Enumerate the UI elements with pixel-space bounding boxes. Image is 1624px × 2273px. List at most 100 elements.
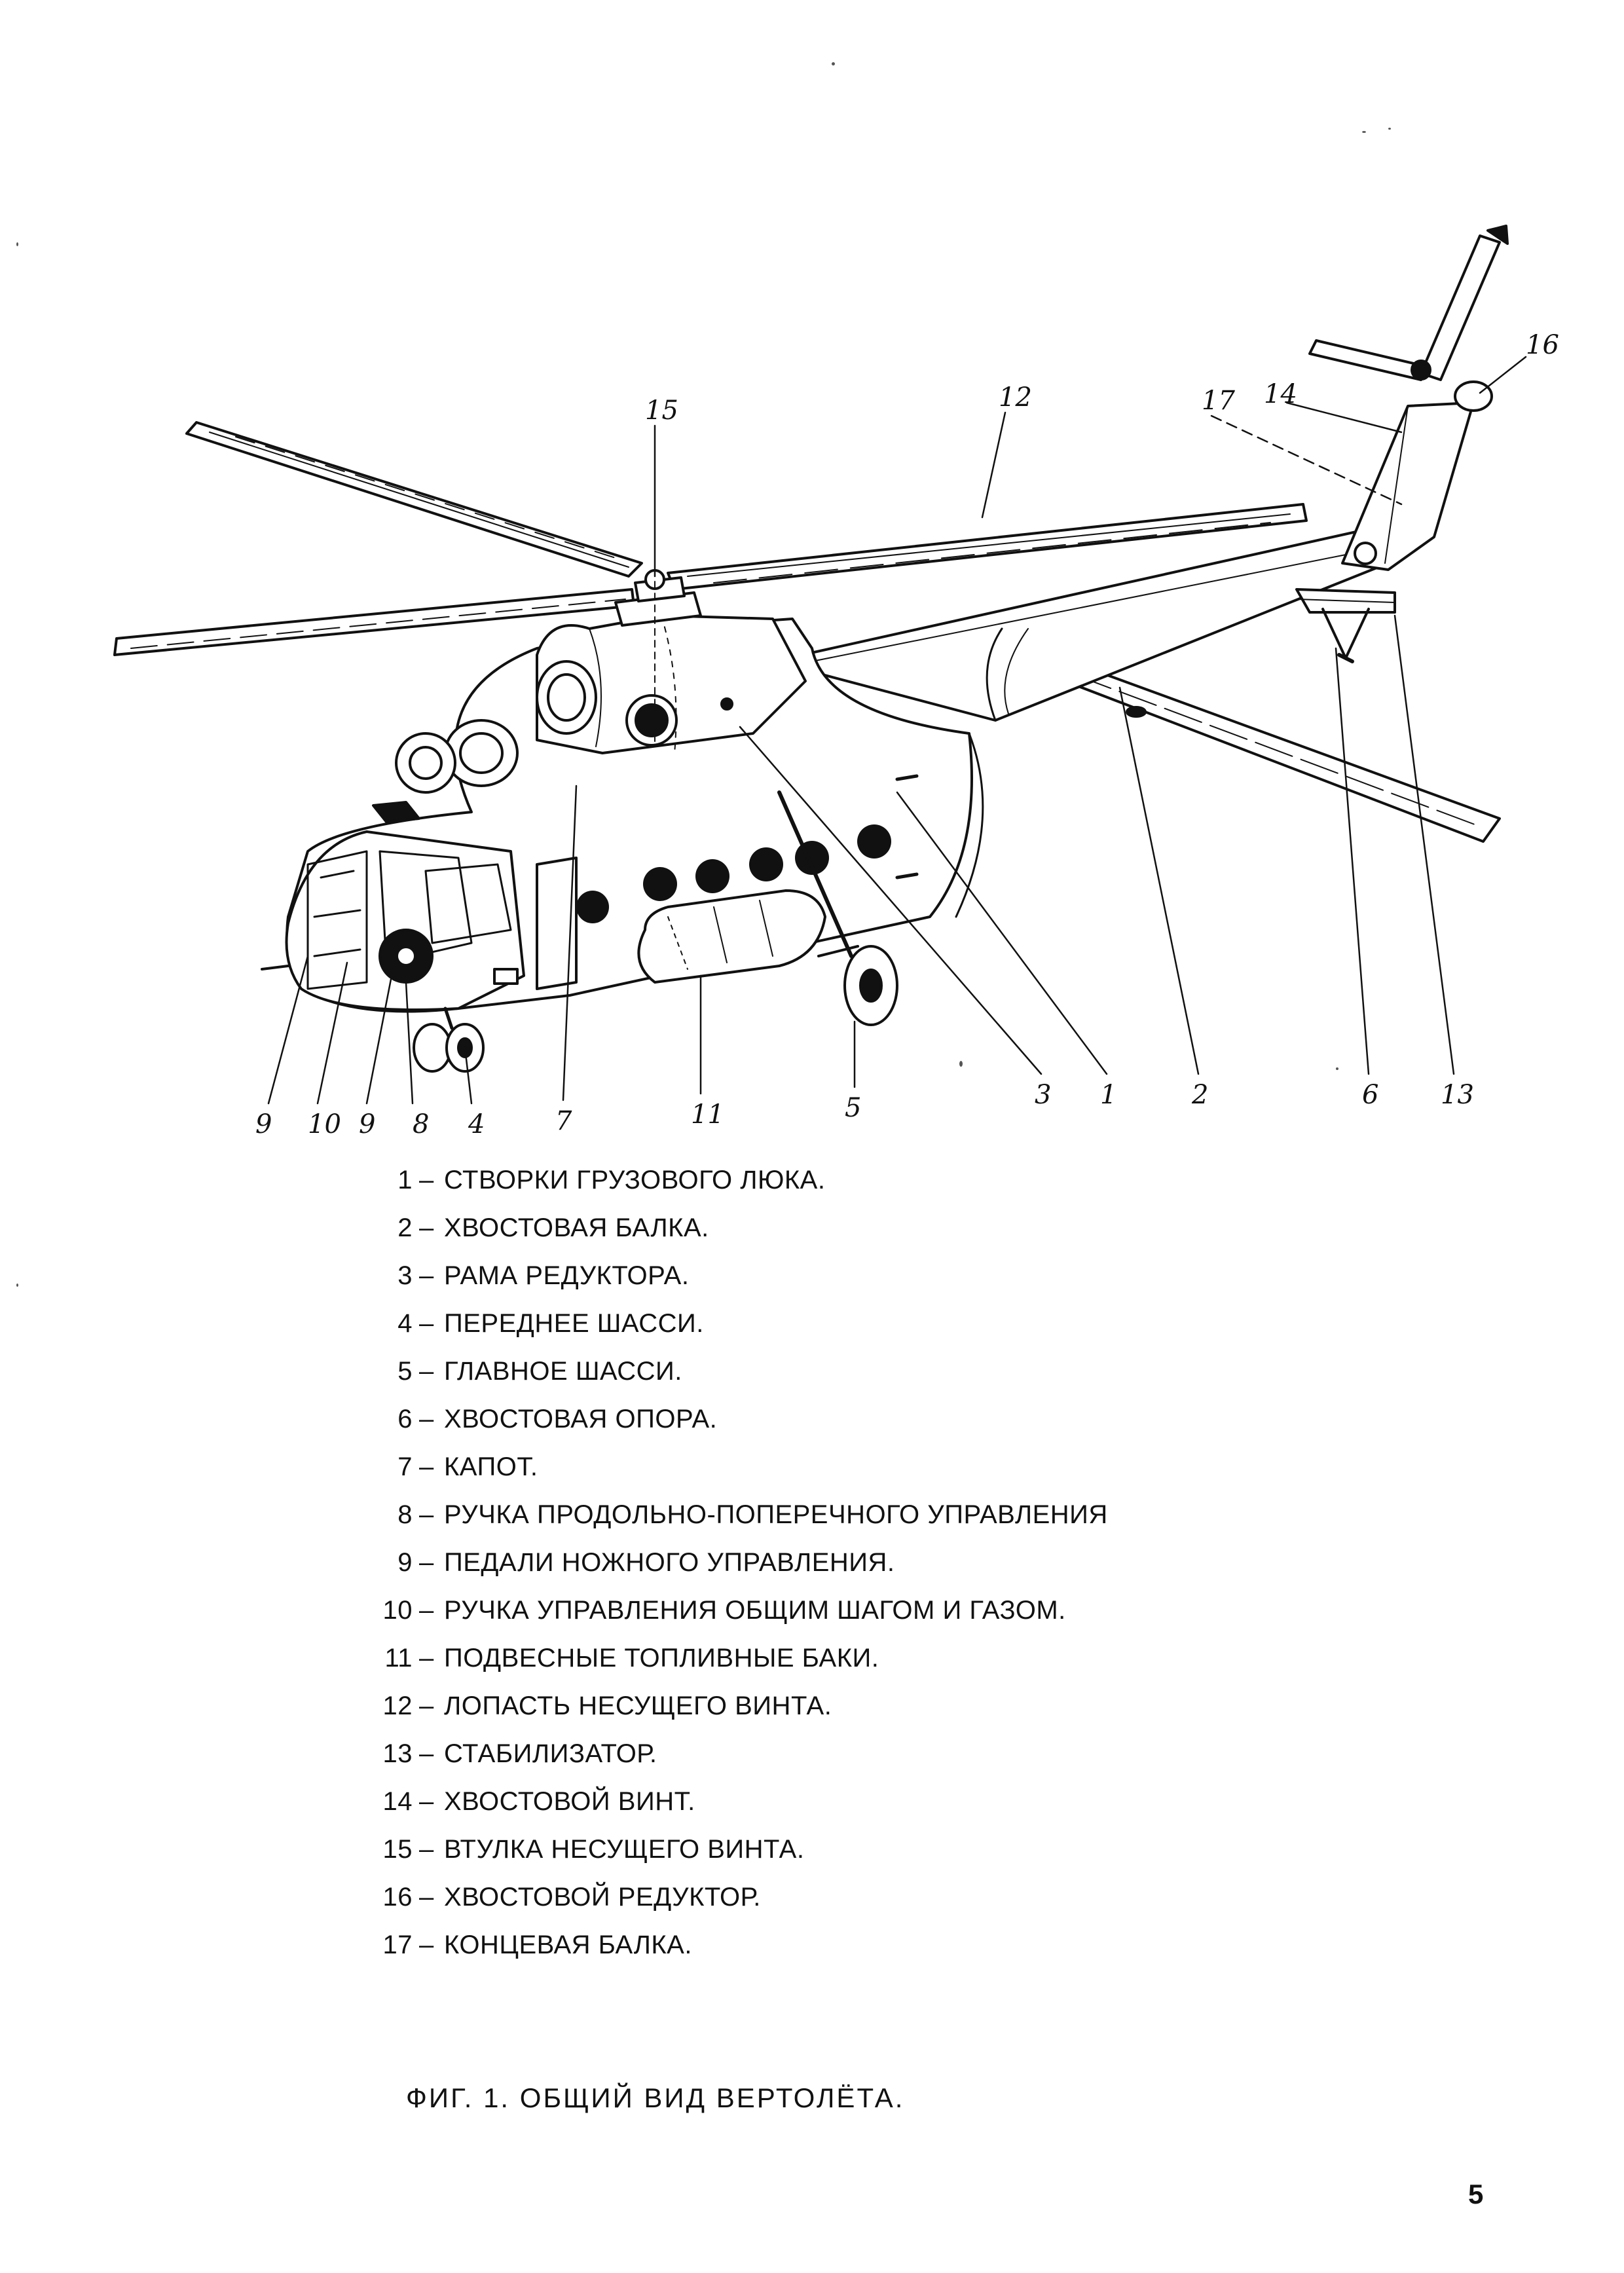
- legend-text: КАПОТ.: [444, 1452, 538, 1481]
- legend-text: СТАБИЛИЗАТОР.: [444, 1739, 657, 1768]
- legend-item: 13–СТАБИЛИЗАТОР.: [341, 1739, 1270, 1787]
- legend-dash: –: [419, 1883, 434, 1912]
- legend-item: 17–КОНЦЕВАЯ БАЛКА.: [341, 1931, 1270, 1978]
- scan-speck: [959, 1061, 963, 1067]
- legend-item: 15–ВТУЛКА НЕСУЩЕГО ВИНТА.: [341, 1835, 1270, 1883]
- legend-dash: –: [419, 1835, 434, 1864]
- callout-16: 16: [1526, 330, 1559, 360]
- callout-5: 5: [845, 1093, 861, 1123]
- end-boom: [1341, 380, 1493, 571]
- legend-dash: –: [419, 1931, 434, 1959]
- rotor-blade-lower-right: [1046, 657, 1501, 843]
- legend-item: 10–РУЧКА УПРАВЛЕНИЯ ОБЩИМ ШАГОМ И ГАЗОМ.: [341, 1596, 1270, 1644]
- legend-number: 13: [382, 1739, 413, 1768]
- legend-item: 4–ПЕРЕДНЕЕ ШАССИ.: [341, 1309, 1270, 1357]
- scan-speck: [832, 62, 835, 65]
- scan-speck: [1336, 1067, 1338, 1070]
- legend-number: 1: [397, 1166, 413, 1194]
- legend-number: 11: [384, 1644, 413, 1672]
- page-number: 5: [1468, 2179, 1484, 2209]
- callout-8: 8: [413, 1109, 429, 1139]
- figure-caption: ФИГ. 1. ОБЩИЙ ВИД ВЕРТОЛЁТА.: [406, 2082, 905, 2113]
- legend-text: РУЧКА УПРАВЛЕНИЯ ОБЩИМ ШАГОМ И ГАЗОМ.: [444, 1596, 1066, 1625]
- legend-text: ХВОСТОВАЯ БАЛКА.: [444, 1213, 709, 1242]
- legend-dash: –: [419, 1309, 434, 1338]
- scan-speck: [1388, 128, 1391, 130]
- main-landing-gear: [777, 790, 898, 1026]
- legend-item: 6–ХВОСТОВАЯ ОПОРА.: [341, 1405, 1270, 1452]
- legend-dash: –: [419, 1644, 434, 1672]
- legend-item: 9–ПЕДАЛИ НОЖНОГО УПРАВЛЕНИЯ.: [341, 1548, 1270, 1596]
- callout-3: 3: [1035, 1080, 1051, 1110]
- legend-item: 1–СТВОРКИ ГРУЗОВОГО ЛЮКА.: [341, 1166, 1270, 1213]
- legend-number: 12: [382, 1691, 413, 1720]
- rotor-hub: [614, 569, 702, 747]
- fuel-tank: [637, 889, 826, 984]
- legend-text: ПЕРЕДНЕЕ ШАССИ.: [444, 1309, 704, 1338]
- legend-number: 10: [382, 1596, 413, 1625]
- callout-6: 6: [1362, 1080, 1378, 1110]
- callout-12: 12: [999, 382, 1032, 413]
- callout-17: 17: [1202, 386, 1235, 416]
- helicopter-drawing: 15 12 17 14 16 9 10 9 8 4 7 11 5 3 1 2 6…: [113, 225, 1559, 1139]
- legend-dash: –: [419, 1405, 434, 1433]
- legend-item: 5–ГЛАВНОЕ ШАССИ.: [341, 1357, 1270, 1405]
- legend-item: 12–ЛОПАСТЬ НЕСУЩЕГО ВИНТА.: [341, 1691, 1270, 1739]
- legend-number: 17: [382, 1931, 413, 1959]
- legend-dash: –: [419, 1548, 434, 1577]
- legend-item: 16–ХВОСТОВОЙ РЕДУКТОР.: [341, 1883, 1270, 1931]
- helicopter-illustration: 15 12 17 14 16 9 10 9 8 4 7 11 5 3 1 2 6…: [105, 210, 1572, 1153]
- legend-text: ЛОПАСТЬ НЕСУЩЕГО ВИНТА.: [444, 1691, 832, 1720]
- side-door: [536, 857, 578, 990]
- scan-speck: [16, 1284, 18, 1287]
- legend-number: 15: [382, 1835, 413, 1864]
- legend-number: 8: [397, 1500, 413, 1529]
- legend-number: 5: [397, 1357, 413, 1386]
- legend-dash: –: [419, 1213, 434, 1242]
- legend-text: СТВОРКИ ГРУЗОВОГО ЛЮКА.: [444, 1166, 826, 1194]
- legend-text: ХВОСТОВАЯ ОПОРА.: [444, 1405, 718, 1433]
- callout-13: 13: [1441, 1080, 1474, 1110]
- legend-number: 2: [397, 1213, 413, 1242]
- legend-number: 7: [397, 1452, 413, 1481]
- rotor-blade-left: [113, 588, 635, 656]
- legend-number: 4: [397, 1309, 413, 1338]
- callout-9b: 9: [359, 1109, 375, 1139]
- legend-item: 3–РАМА РЕДУКТОРА.: [341, 1261, 1270, 1309]
- callout-10: 10: [308, 1109, 341, 1139]
- callout-2: 2: [1191, 1080, 1208, 1110]
- legend-dash: –: [419, 1500, 434, 1529]
- legend-number: 6: [397, 1405, 413, 1433]
- scan-speck: [1362, 131, 1366, 133]
- callout-labels: 15 12 17 14 16 9 10 9 8 4 7 11 5 3 1 2 6…: [255, 330, 1559, 1139]
- callout-7: 7: [555, 1106, 572, 1136]
- legend-text: ГЛАВНОЕ ШАССИ.: [444, 1357, 682, 1386]
- legend-item: 2–ХВОСТОВАЯ БАЛКА.: [341, 1213, 1270, 1261]
- tail-rotor: [1308, 225, 1509, 381]
- engine-cowling: [395, 614, 807, 794]
- legend-text: ПОДВЕСНЫЕ ТОПЛИВНЫЕ БАКИ.: [444, 1644, 879, 1672]
- legend-dash: –: [419, 1452, 434, 1481]
- legend-text: ХВОСТОВОЙ ВИНТ.: [444, 1787, 695, 1816]
- stabilizer: [1295, 588, 1396, 614]
- callout-9a: 9: [255, 1109, 272, 1139]
- legend-item: 11–ПОДВЕСНЫЕ ТОПЛИВНЫЕ БАКИ.: [341, 1644, 1270, 1691]
- callout-14: 14: [1264, 379, 1297, 409]
- legend-text: КОНЦЕВАЯ БАЛКА.: [444, 1931, 692, 1959]
- legend-number: 16: [382, 1883, 413, 1912]
- scan-speck: [16, 242, 18, 246]
- nose-landing-gear: [413, 1007, 485, 1073]
- legend-dash: –: [419, 1691, 434, 1720]
- rotor-blade-left-upper: [185, 421, 643, 578]
- legend-number: 9: [397, 1548, 413, 1577]
- legend-text: ХВОСТОВОЙ РЕДУКТОР.: [444, 1883, 761, 1912]
- legend-number: 14: [382, 1787, 413, 1816]
- callout-15: 15: [645, 396, 678, 426]
- legend-item: 14–ХВОСТОВОЙ ВИНТ.: [341, 1787, 1270, 1835]
- callout-1: 1: [1100, 1080, 1116, 1110]
- legend-dash: –: [419, 1739, 434, 1768]
- leader-lines: [267, 356, 1527, 1105]
- legend-text: ВТУЛКА НЕСУЩЕГО ВИНТА.: [444, 1835, 805, 1864]
- legend-number: 3: [397, 1261, 413, 1290]
